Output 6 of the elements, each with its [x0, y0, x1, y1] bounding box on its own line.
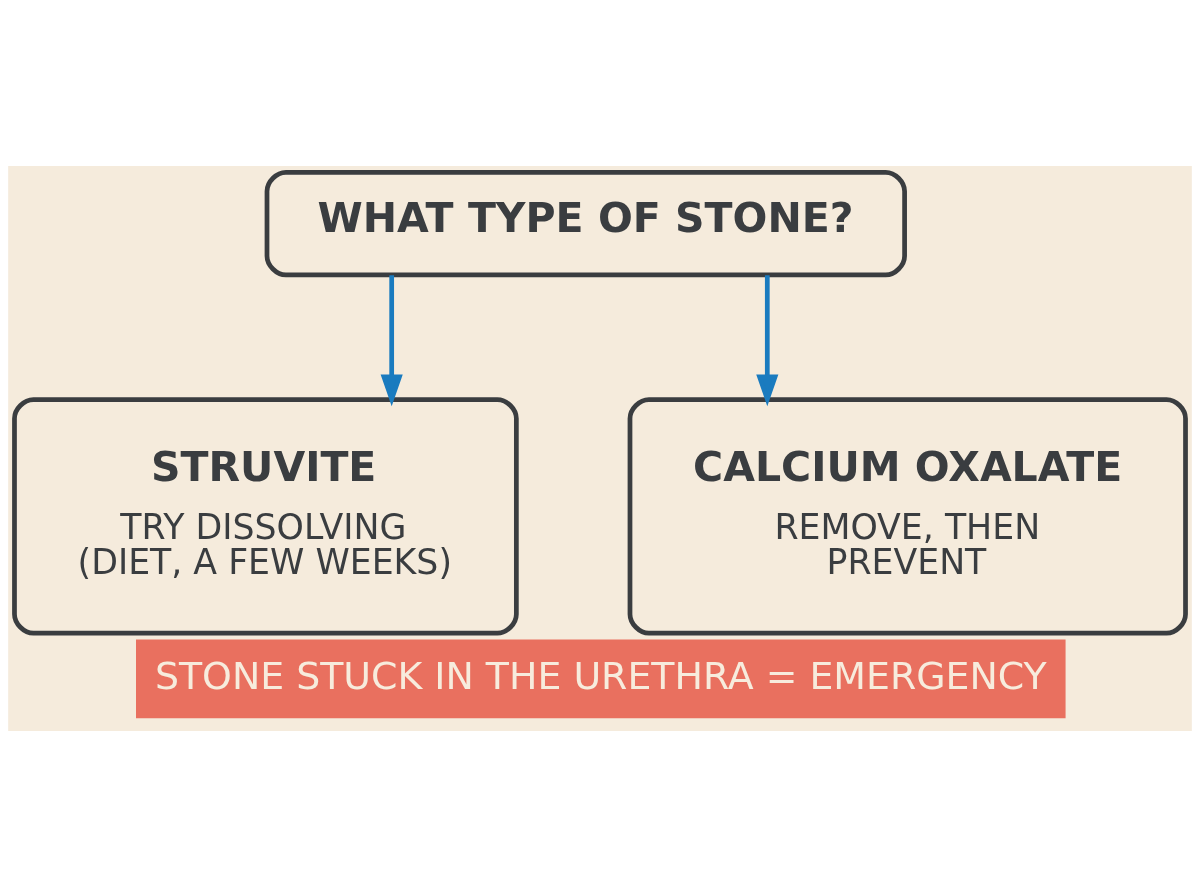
- node-box: WHAT TYPE OF STONE?: [264, 169, 907, 277]
- node-box: CALCIUM OXALATE REMOVE, THEN PREVENT: [627, 396, 1188, 635]
- arrow: [380, 274, 403, 406]
- node-box: STRUVITE TRY DISSOLVING (DIET, A FEW WEEKS): [12, 396, 519, 635]
- arrow: [756, 274, 779, 406]
- caption: STONE STUCK IN THE URETHRA = EMERGENCY: [154, 653, 1047, 698]
